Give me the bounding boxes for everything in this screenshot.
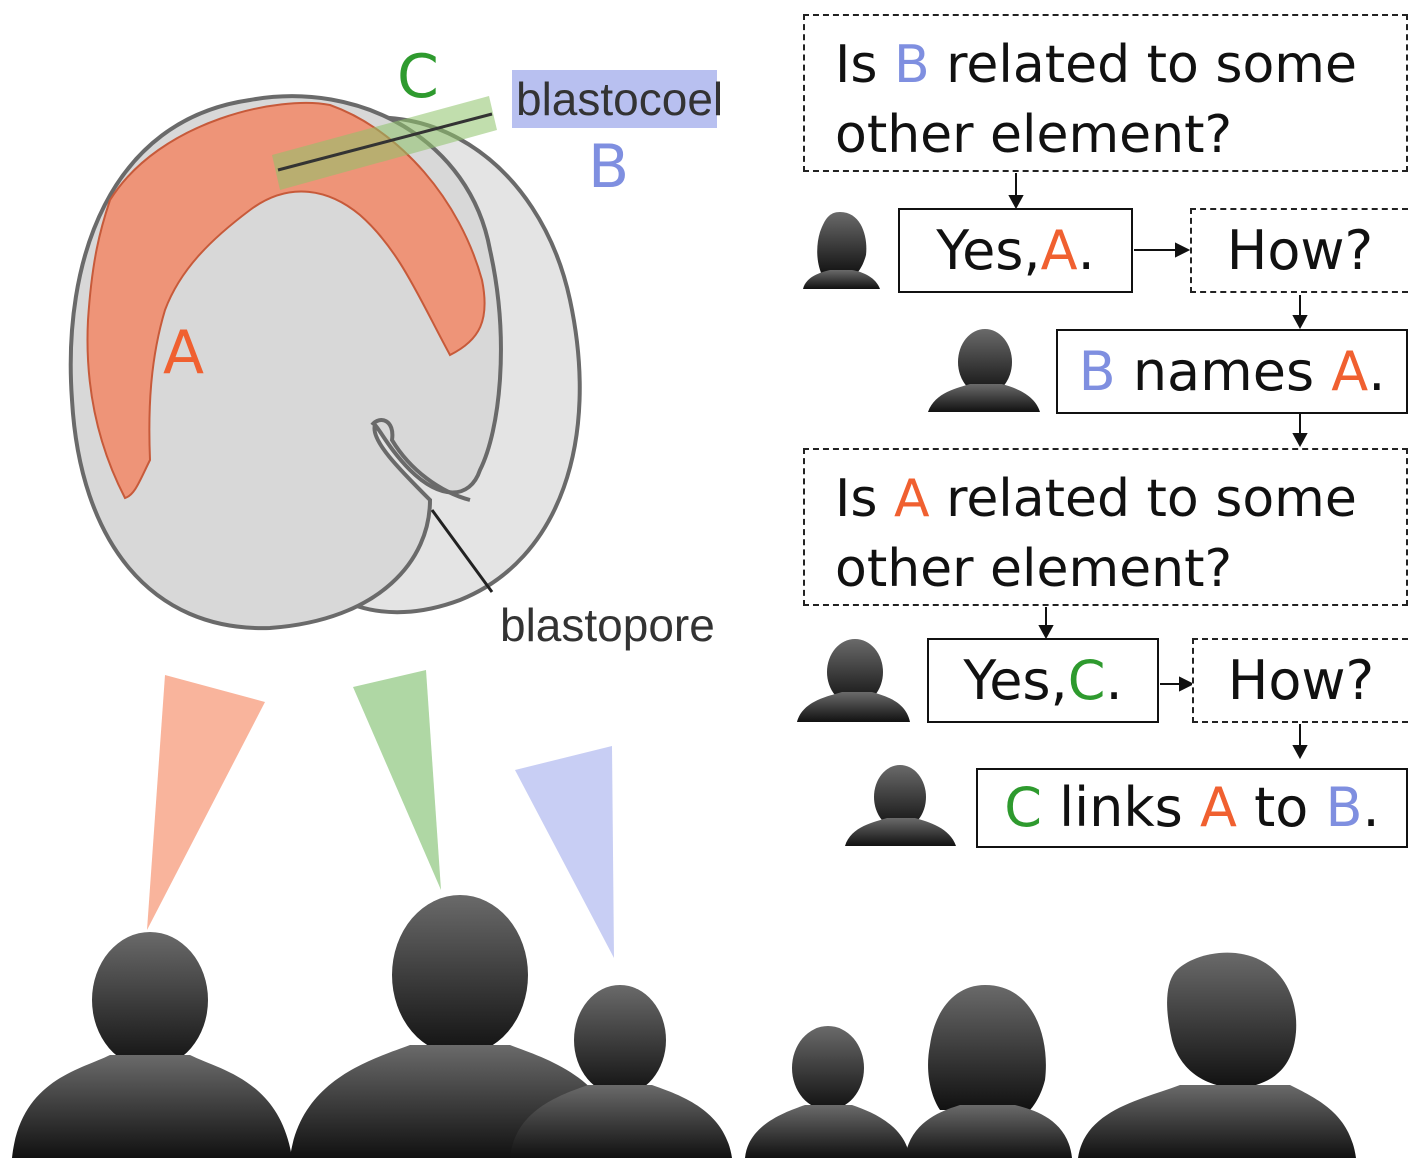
a1-var-a: A (1041, 224, 1078, 278)
person-silhouette (1078, 953, 1356, 1158)
blastocoel-label: blastocoel (516, 72, 723, 126)
a4-mid1: links (1042, 781, 1200, 835)
q1-var-b: B (894, 35, 930, 95)
q1-prefix: Is (835, 35, 894, 95)
cone-a (147, 675, 265, 930)
blastopore-label: blastopore (500, 598, 715, 652)
a4-suffix: . (1363, 781, 1380, 835)
how-box-1: How? (1190, 208, 1408, 293)
a1-prefix: Yes, (936, 224, 1040, 278)
speaker-man-2 (797, 639, 910, 722)
answer-c-links-box: C links A to B. (976, 768, 1408, 848)
person-silhouette (905, 985, 1072, 1158)
a2-var-a: A (1331, 345, 1368, 399)
label-a: A (163, 318, 204, 388)
speaker-man-1 (928, 329, 1040, 412)
answer-yes-a-box: Yes, A. (898, 208, 1133, 293)
cone-c (353, 670, 441, 890)
a4-var-b: B (1325, 781, 1362, 835)
a4-var-c: C (1004, 781, 1042, 835)
label-c: C (397, 42, 439, 112)
q2-var-a: A (894, 469, 930, 529)
label-b: B (588, 132, 629, 202)
audience (12, 895, 1356, 1158)
a4-var-a: A (1200, 781, 1237, 835)
a2-mid: names (1116, 345, 1332, 399)
how1-text: How? (1227, 224, 1373, 278)
person-silhouette (745, 1026, 910, 1158)
answer-yes-c-box: Yes, C. (927, 638, 1159, 723)
a2-var-b: B (1079, 345, 1116, 399)
q2-prefix: Is (835, 469, 894, 529)
how2-text: How? (1228, 654, 1374, 708)
how-box-2: How? (1192, 638, 1408, 723)
a2-suffix: . (1368, 345, 1385, 399)
answer-b-names-a-box: B names A. (1056, 329, 1408, 414)
a4-mid2: to (1237, 781, 1326, 835)
a3-suffix: . (1105, 654, 1122, 708)
a1-suffix: . (1078, 224, 1095, 278)
question-a-box: Is A related to some other element? (803, 448, 1408, 606)
person-silhouette (12, 932, 292, 1158)
a3-prefix: Yes, (963, 654, 1067, 708)
question-b-box: Is B related to some other element? (803, 14, 1408, 172)
cone-b (515, 746, 614, 958)
speaker-woman-1 (803, 212, 880, 289)
speaker-man-3 (845, 765, 956, 846)
a3-var-c: C (1068, 654, 1106, 708)
